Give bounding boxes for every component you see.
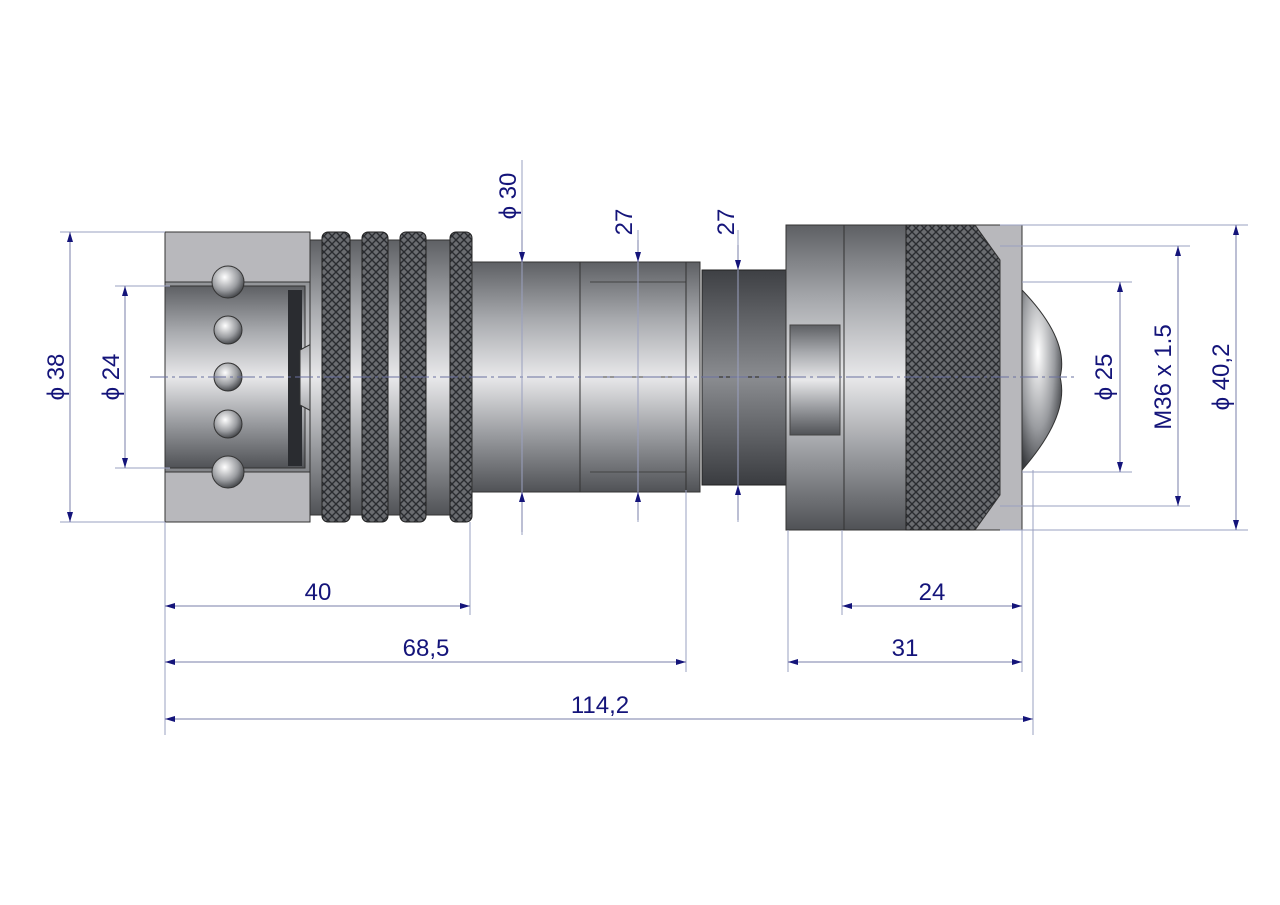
seal-ring — [288, 290, 302, 466]
dim-len-114-2: 114,2 — [571, 692, 629, 719]
dim-dia-24: ϕ 24 — [98, 354, 125, 401]
dim-hex-27-b: 27 — [713, 209, 740, 236]
dimensions: ϕ 38 ϕ 24 ϕ 30 27 27 ϕ 25 M36 x 1.5 ϕ 40… — [43, 160, 1248, 735]
ball-valve-cap — [1021, 288, 1063, 472]
dim-len-24: 24 — [919, 579, 946, 606]
dim-dia-25: ϕ 25 — [1091, 354, 1118, 401]
coupling-body — [150, 224, 1075, 531]
dim-len-31: 31 — [892, 635, 919, 662]
dim-dia-38: ϕ 38 — [43, 354, 70, 401]
locking-balls — [211, 265, 245, 489]
dim-dia-30: ϕ 30 — [495, 173, 522, 220]
dim-dia-40-2: ϕ 40,2 — [1208, 344, 1235, 411]
dim-len-68-5: 68,5 — [403, 635, 450, 662]
dim-hex-27-a: 27 — [611, 209, 638, 236]
dim-len-40: 40 — [305, 579, 332, 606]
dim-thread: M36 x 1.5 — [1150, 324, 1177, 429]
